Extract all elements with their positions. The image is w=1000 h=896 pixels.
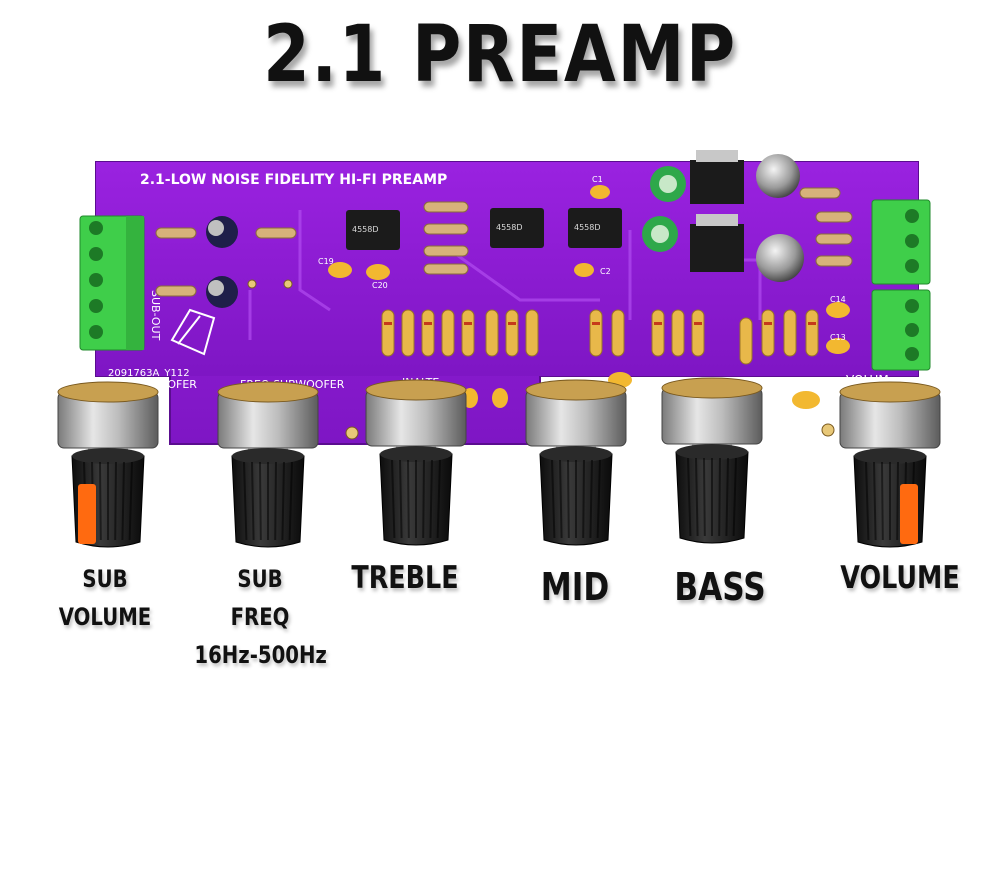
svg-text:4558D: 4558D (496, 223, 523, 232)
page-title: 2.1 PREAMP (263, 10, 737, 100)
label-mid: MID (540, 565, 610, 609)
preamp-board-photo: 2.1-LOW NOISE FIDELITY HI-FI PREAMP SUB-… (0, 140, 1000, 580)
knob-treble[interactable] (365, 379, 467, 546)
resistors (155, 187, 853, 365)
svg-text:C6: C6 (624, 387, 635, 396)
output-terminal-block (871, 289, 931, 371)
voltage-regulators (690, 150, 744, 272)
logo-icon (170, 308, 216, 356)
svg-text:C2: C2 (600, 267, 611, 276)
silk-sub-out: SUB-OUT (149, 290, 162, 341)
svg-text:4558D: 4558D (352, 225, 379, 234)
svg-text:C14: C14 (830, 295, 846, 304)
label-bass: BASS (674, 565, 766, 609)
svg-text:C1: C1 (592, 175, 603, 184)
svg-text:C13: C13 (830, 333, 846, 342)
svg-text:C10: C10 (800, 379, 816, 388)
svg-text:C20: C20 (372, 281, 388, 290)
knob-mid[interactable] (525, 379, 627, 546)
svg-text:2091763A_Y112: 2091763A_Y112 (108, 368, 190, 379)
knob-volume[interactable] (839, 381, 941, 548)
label-sub-volume: SUB VOLUME (58, 565, 152, 631)
ic-chips (346, 208, 622, 250)
ceramic-capacitors (328, 185, 850, 409)
knob-sub-volume[interactable] (57, 381, 159, 548)
svg-text:4558D: 4558D (574, 223, 601, 232)
knob-bass[interactable] (661, 377, 763, 544)
svg-text:C19: C19 (318, 257, 334, 266)
knob-sub-freq[interactable] (217, 381, 319, 548)
silkscreen-title: 2.1-LOW NOISE FIDELITY HI-FI PREAMP (140, 172, 447, 188)
label-volume: VOLUME (840, 560, 960, 596)
label-treble: TREBLE (351, 560, 459, 596)
sub-out-terminal-block (79, 215, 145, 351)
label-sub-freq: SUB FREQ 16Hz-500Hz (194, 565, 327, 669)
electrolytic-capacitors (206, 154, 804, 308)
input-terminal-block (871, 199, 931, 285)
